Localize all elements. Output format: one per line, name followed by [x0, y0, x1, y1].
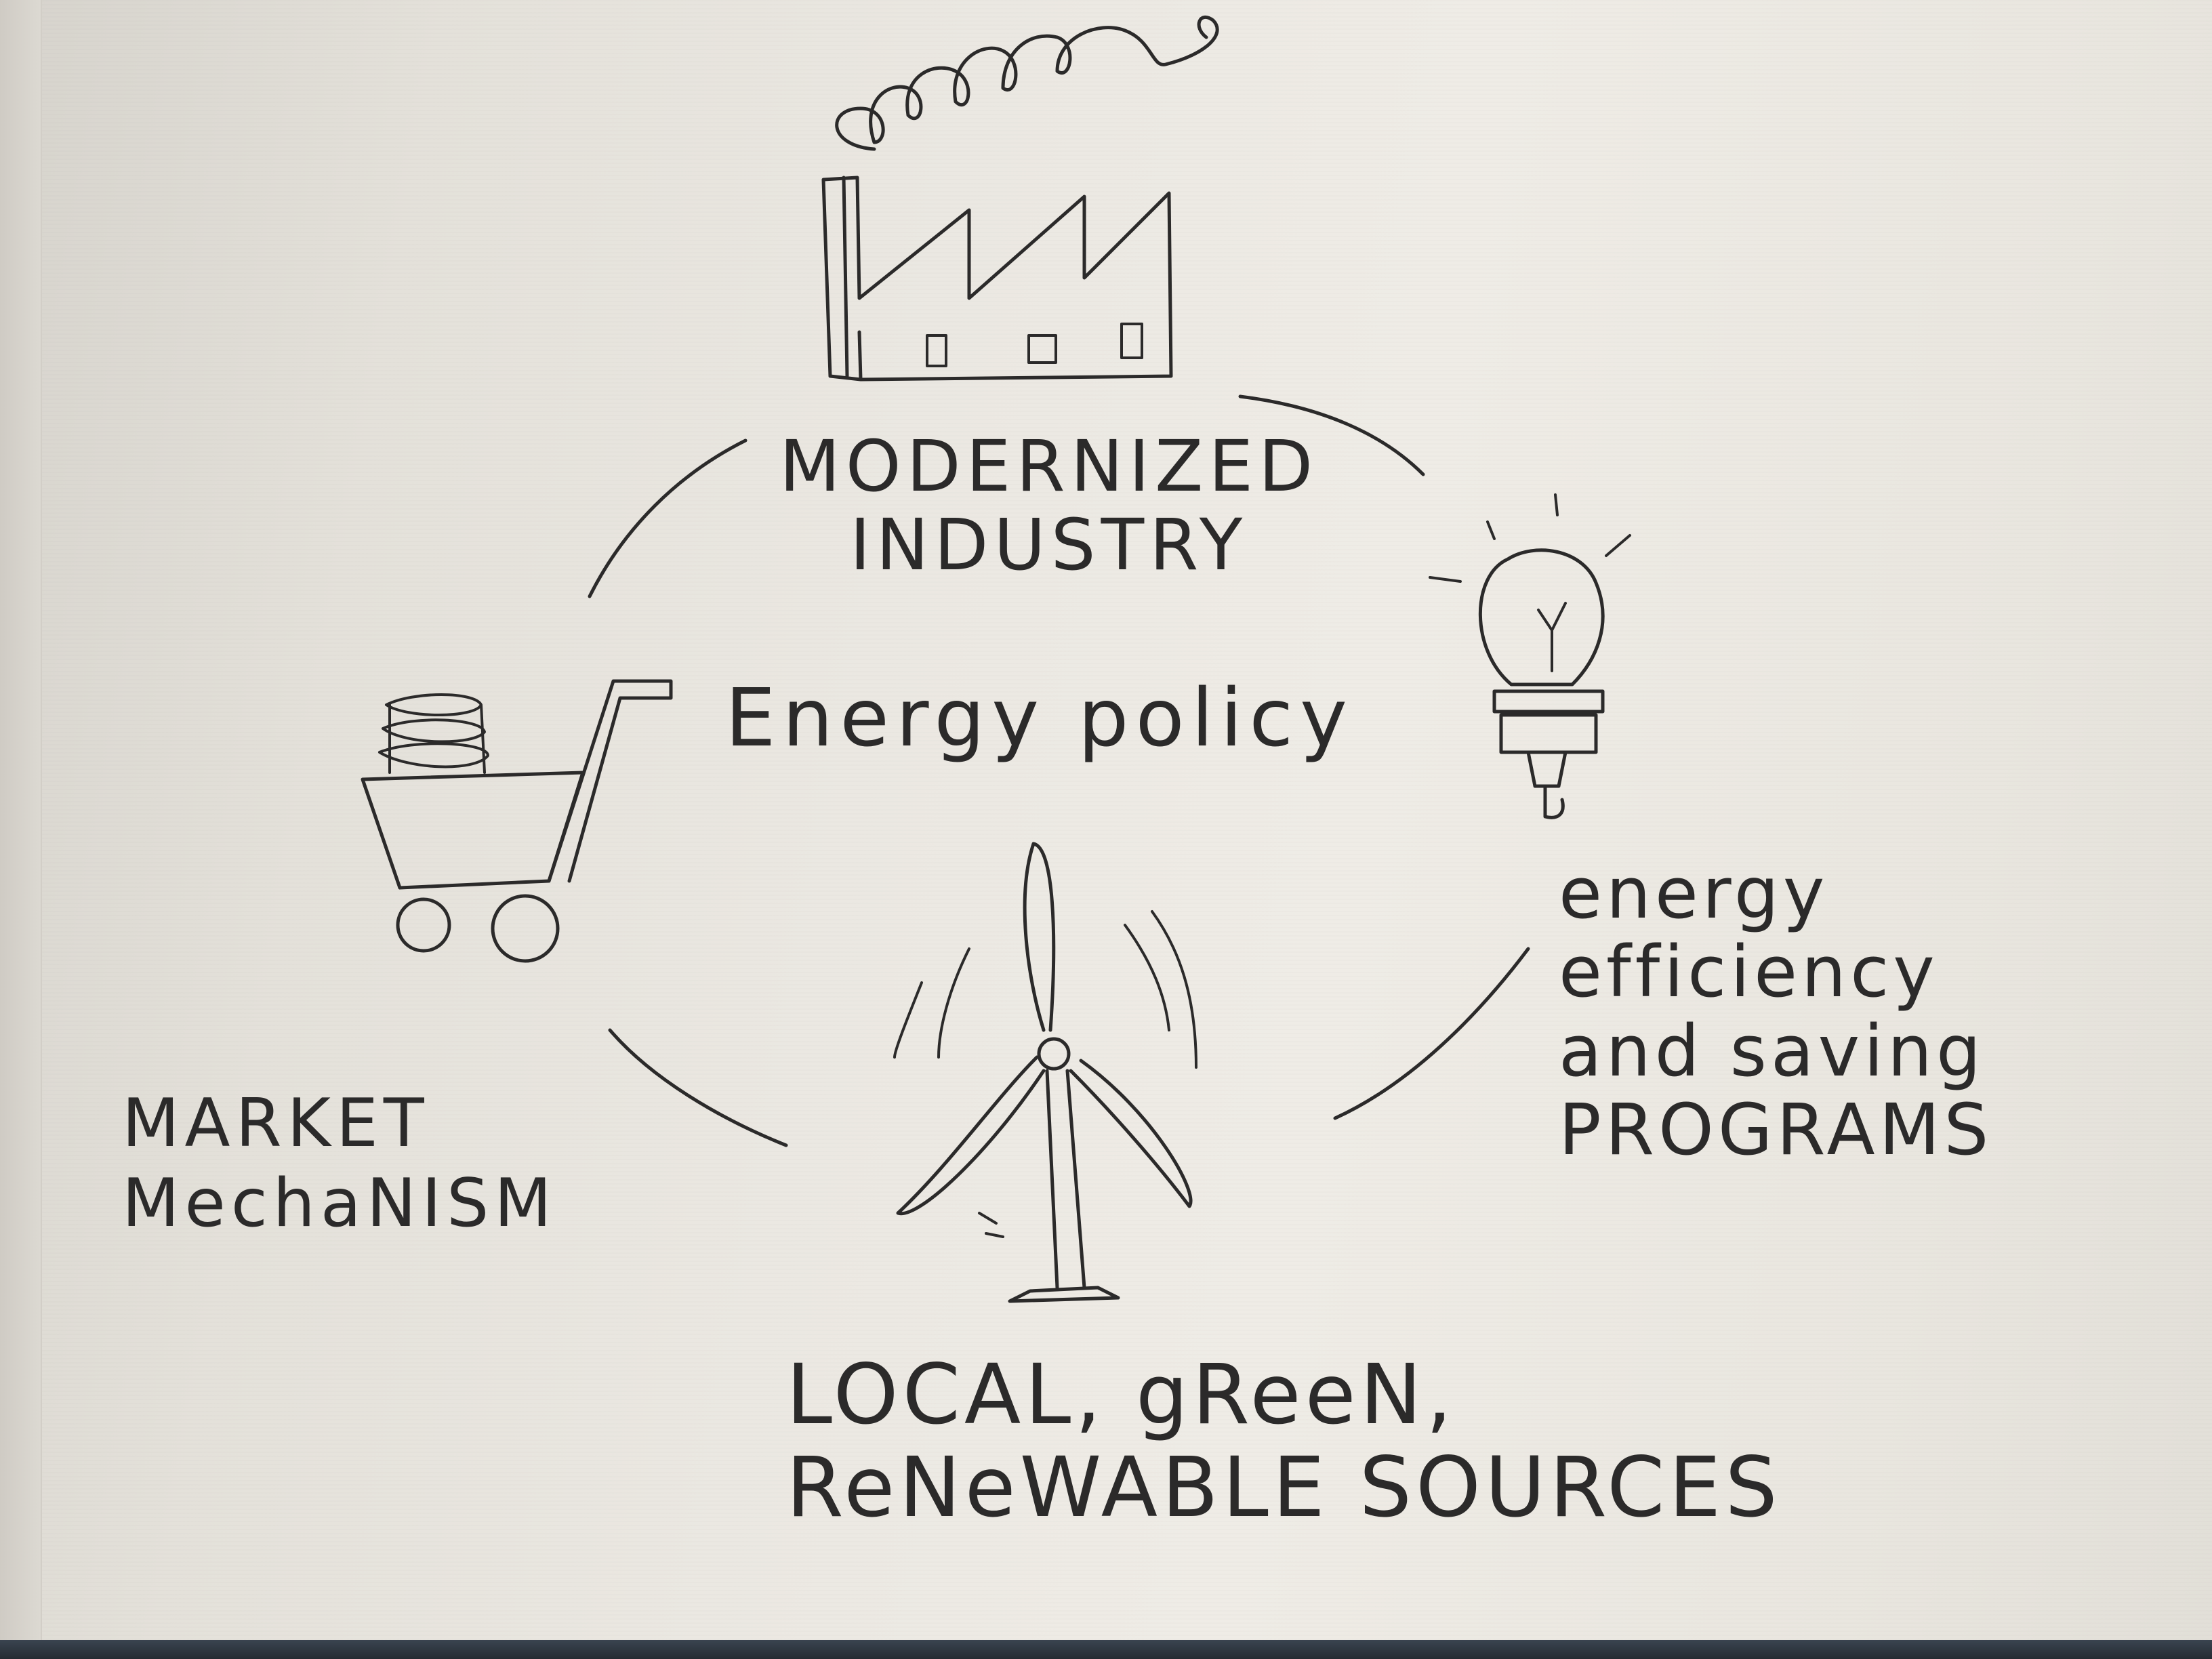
diagram-center-label: Energy policy — [725, 671, 1354, 764]
cart-handle — [547, 679, 673, 883]
factory-window-3 — [1120, 323, 1143, 359]
bulb-screw-tip — [1526, 750, 1568, 819]
cycle-arcs — [588, 394, 1530, 1147]
node-label-renewable-sources: LOCAL, gReeN, ReNeWABLE SOURCES — [786, 1349, 1782, 1534]
factory-window-2 — [1027, 334, 1057, 364]
efficiency-line-2: efficiency — [1559, 930, 1939, 1014]
table-surface — [0, 1640, 2212, 1659]
factory-smoke — [835, 15, 1219, 151]
arc-efficiency-to-renewable — [1333, 947, 1530, 1120]
factory-outline — [821, 176, 1173, 382]
cart-wheel-right — [491, 894, 560, 963]
node-label-market-mechanism: MARKET MechaNISM — [122, 1084, 557, 1244]
turbine-hub — [1037, 1037, 1071, 1071]
industry-line-1: MODERNIZED — [779, 425, 1319, 508]
arc-renewable-to-market — [608, 1028, 788, 1147]
shopping-cart-icon — [361, 679, 673, 963]
node-label-energy-efficiency: energy efficiency and saving PROGRAMS — [1559, 854, 1992, 1170]
market-line-1: MARKET — [122, 1085, 430, 1162]
market-line-2: MechaNISM — [122, 1164, 557, 1242]
cart-basket — [361, 771, 585, 890]
efficiency-line-1: energy — [1559, 852, 1829, 935]
turbine-blade-left — [896, 1055, 1046, 1216]
turbine-blade-top — [1023, 842, 1056, 1032]
bulb-base-band-1 — [1492, 689, 1605, 714]
node-label-modernized-industry: MODERNIZED INDUSTRY — [779, 427, 1318, 585]
turbine-motion-lines — [893, 910, 1197, 1238]
bulb-ray-4 — [1605, 534, 1631, 557]
renewable-line-2: ReNeWABLE SOURCES — [786, 1439, 1782, 1536]
bulb-filament — [1537, 602, 1567, 672]
light-bulb-icon — [1429, 493, 1631, 819]
bulb-ray-1 — [1429, 576, 1462, 583]
renewable-line-1: LOCAL, gReeN, — [786, 1347, 1456, 1443]
arc-market-to-industry — [588, 438, 747, 598]
wind-turbine-icon — [893, 842, 1197, 1303]
turbine-blade-right — [1069, 1059, 1193, 1208]
factory-icon — [821, 15, 1219, 382]
bulb-base-band-2 — [1499, 713, 1598, 754]
turbine-base — [1008, 1286, 1120, 1303]
paper-edge — [0, 0, 42, 1640]
cart-wheel-left — [396, 897, 451, 953]
bulb-ray-3 — [1554, 493, 1559, 516]
efficiency-line-4: PROGRAMS — [1559, 1088, 1993, 1172]
bulb-ray-2 — [1486, 520, 1496, 540]
efficiency-line-3: and saving — [1559, 1009, 1986, 1092]
turbine-tower — [1045, 1069, 1086, 1290]
arc-industry-to-efficiency — [1238, 394, 1425, 476]
cart-coins-stack — [378, 693, 489, 774]
factory-window-1 — [926, 334, 947, 367]
bulb-glass — [1478, 548, 1605, 687]
industry-line-2: INDUSTRY — [849, 504, 1248, 587]
